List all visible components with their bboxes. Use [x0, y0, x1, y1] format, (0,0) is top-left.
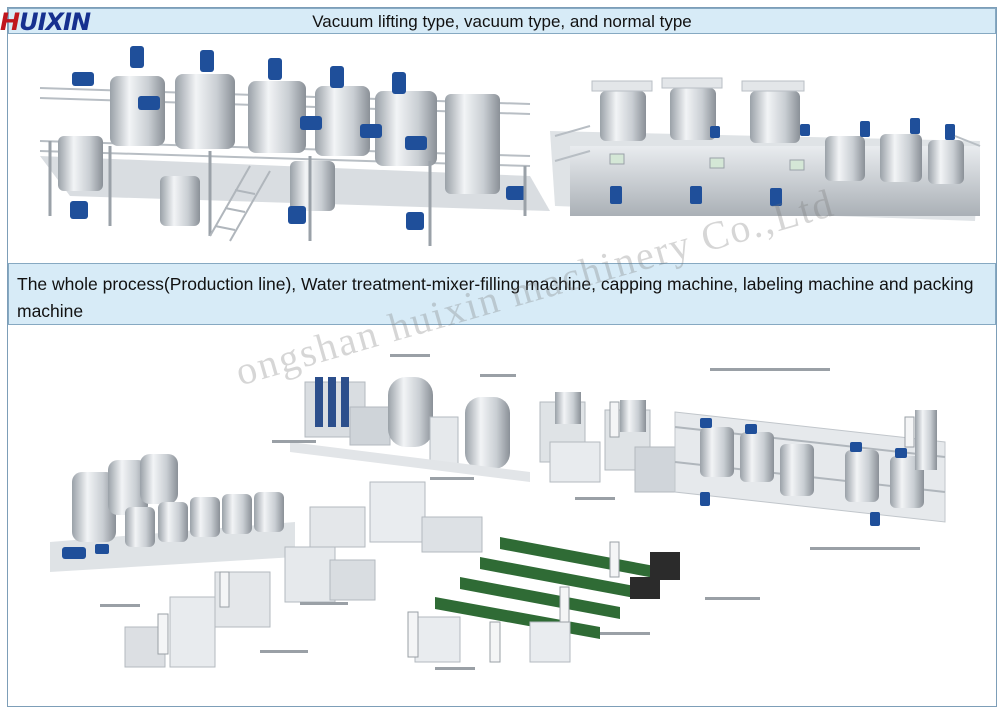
production-line-title: The whole process(Production line), Wate… — [17, 274, 974, 321]
production-line-bar: The whole process(Production line), Wate… — [8, 263, 996, 325]
production-line-overview-image — [50, 354, 946, 670]
page-frame — [7, 7, 997, 707]
production-line-image-panel — [10, 332, 994, 704]
equipment-image-panel — [10, 36, 994, 260]
header-title: Vacuum lifting type, vacuum type, and no… — [312, 12, 692, 31]
brand-logo: HUIXIN — [0, 8, 91, 36]
header-bar: Vacuum lifting type, vacuum type, and no… — [8, 8, 996, 34]
equipment-illustration — [39, 46, 981, 246]
vacuum-homogenizer-line-image — [550, 77, 981, 221]
normal-type-mixer-plant-image — [39, 46, 550, 246]
